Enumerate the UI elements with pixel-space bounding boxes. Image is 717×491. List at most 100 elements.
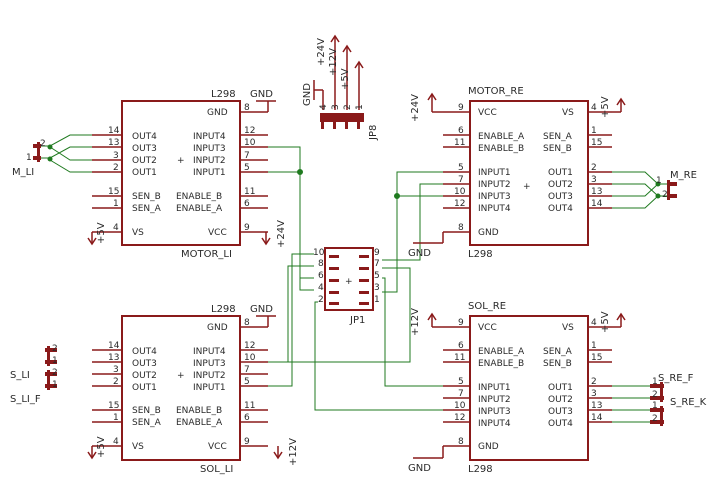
- origin-mark: +: [345, 277, 353, 287]
- pin-input3: INPUT3: [478, 407, 511, 417]
- pin-gnd: GND: [207, 323, 228, 333]
- pin-num: 2: [113, 377, 119, 387]
- pin-out2: OUT2: [132, 156, 157, 166]
- pin-num: 10: [244, 353, 256, 363]
- chip-motor-re[interactable]: VCC VS ENABLE_A ENABLE_B SEN_A SEN_B INP…: [443, 86, 612, 260]
- pin-num: 4: [113, 223, 119, 233]
- pin-num: 4: [591, 103, 597, 113]
- pin-num: 11: [454, 138, 465, 148]
- pin-out2: OUT2: [132, 371, 157, 381]
- p5-label: +5V: [340, 68, 351, 90]
- pin-num: 10: [454, 187, 466, 197]
- gnd-label: GND: [408, 463, 431, 474]
- pin-input3: INPUT3: [478, 192, 511, 202]
- chip-name: SOL_LI: [200, 464, 233, 475]
- chip-value: L298: [211, 89, 236, 100]
- p12-label: +12V: [410, 308, 421, 336]
- header-jp8[interactable]: 4 3 2 1 JP8: [319, 104, 379, 141]
- gnd-label: GND: [302, 83, 313, 106]
- pin-num: 2: [343, 104, 353, 110]
- pin-input1: INPUT1: [478, 383, 511, 393]
- pin-input3: INPUT3: [193, 144, 226, 154]
- power-symbols: [87, 34, 626, 460]
- pin-num: 1: [26, 153, 32, 163]
- pin-num: 4: [591, 318, 597, 328]
- pin-num: 13: [108, 138, 119, 148]
- chip-sol-li[interactable]: GND OUT4 OUT3 OUT2 OUT1 INPUT4 INPUT3 IN…: [92, 304, 268, 475]
- pin-sen-a: SEN_A: [132, 418, 162, 428]
- wires: [40, 134, 668, 423]
- gnd-label: GND: [250, 89, 273, 100]
- pin-num: 12: [244, 126, 255, 136]
- pin-out2: OUT2: [548, 395, 573, 405]
- pin-sen-a: SEN_A: [543, 132, 573, 142]
- pin-num: 12: [454, 199, 465, 209]
- pin-num: 11: [244, 401, 255, 411]
- pin-vs: VS: [562, 323, 574, 333]
- pin-num: 1: [355, 104, 365, 110]
- connector-label: S_LI_F: [10, 394, 41, 405]
- pin-num: 7: [244, 151, 250, 161]
- pin-input1: INPUT1: [478, 168, 511, 178]
- pin-num: 6: [244, 199, 250, 209]
- pin-out4: OUT4: [132, 132, 157, 142]
- pin-vcc: VCC: [478, 323, 497, 333]
- pin-num: 2: [652, 390, 658, 400]
- pin-num: 3: [113, 365, 119, 375]
- pin-num: 1: [591, 341, 597, 351]
- chip-value: L298: [468, 249, 493, 260]
- pin-input2: INPUT2: [193, 156, 226, 166]
- pin-num: 8: [244, 318, 250, 328]
- pin-num: 8: [458, 223, 464, 233]
- pin-num: 15: [108, 187, 119, 197]
- pin-num: 5: [374, 271, 380, 281]
- pin-num: 1: [113, 413, 119, 423]
- p5-label: +5V: [96, 222, 107, 244]
- pin-out3: OUT3: [548, 192, 573, 202]
- pin-enable-b: ENABLE_B: [478, 144, 524, 154]
- pin-vs: VS: [132, 442, 144, 452]
- pin-num: 14: [591, 413, 603, 423]
- pin-num: 2: [52, 344, 58, 354]
- pin-num: 8: [318, 259, 324, 269]
- pin-num: 10: [313, 248, 325, 258]
- pin-num: 11: [454, 353, 465, 363]
- pin-num: 6: [244, 413, 250, 423]
- pin-num: 9: [458, 318, 464, 328]
- pin-sen-b: SEN_B: [132, 406, 161, 416]
- connector-label: S_LI: [10, 370, 30, 381]
- pin-num: 8: [244, 103, 250, 113]
- pin-num: 10: [454, 401, 466, 411]
- pin-num: 3: [591, 175, 597, 185]
- pin-num: 2: [591, 377, 597, 387]
- pin-num: 15: [108, 401, 119, 411]
- header-jp1[interactable]: + JP1 10 8 6 4 2 9 7 5 3 1: [313, 247, 380, 326]
- pin-num: 7: [374, 259, 380, 269]
- pin-num: 2: [662, 190, 668, 200]
- pin-num: 1: [52, 380, 58, 390]
- chip-body: [121, 100, 241, 246]
- pin-num: 2: [318, 295, 324, 305]
- pin-num: 1: [656, 176, 662, 186]
- pin-sen-a: SEN_A: [543, 347, 573, 357]
- pin-num: 2: [591, 163, 597, 173]
- pin-num: 14: [108, 126, 120, 136]
- chip-body: [469, 315, 589, 461]
- chip-value: L298: [211, 304, 236, 315]
- chip-sol-re[interactable]: VCC VS ENABLE_A ENABLE_B SEN_A SEN_B INP…: [443, 301, 612, 475]
- pin-num: 15: [591, 353, 602, 363]
- origin-mark: +: [523, 182, 531, 192]
- pin-num: 1: [652, 377, 658, 387]
- pin-num: 5: [244, 377, 250, 387]
- pin-num: 14: [108, 341, 120, 351]
- pin-num: 9: [244, 223, 250, 233]
- pin-input2: INPUT2: [193, 371, 226, 381]
- chip-motor-li[interactable]: GND OUT4 OUT3 OUT2 OUT1 INPUT4 INPUT3 IN…: [92, 89, 268, 260]
- pin-num: 3: [113, 151, 119, 161]
- chip-name: MOTOR_RE: [468, 86, 524, 97]
- pin-num: 8: [458, 437, 464, 447]
- pin-out3: OUT3: [132, 359, 157, 369]
- pin-num: 13: [108, 353, 119, 363]
- connector-label: M_RE: [670, 170, 697, 181]
